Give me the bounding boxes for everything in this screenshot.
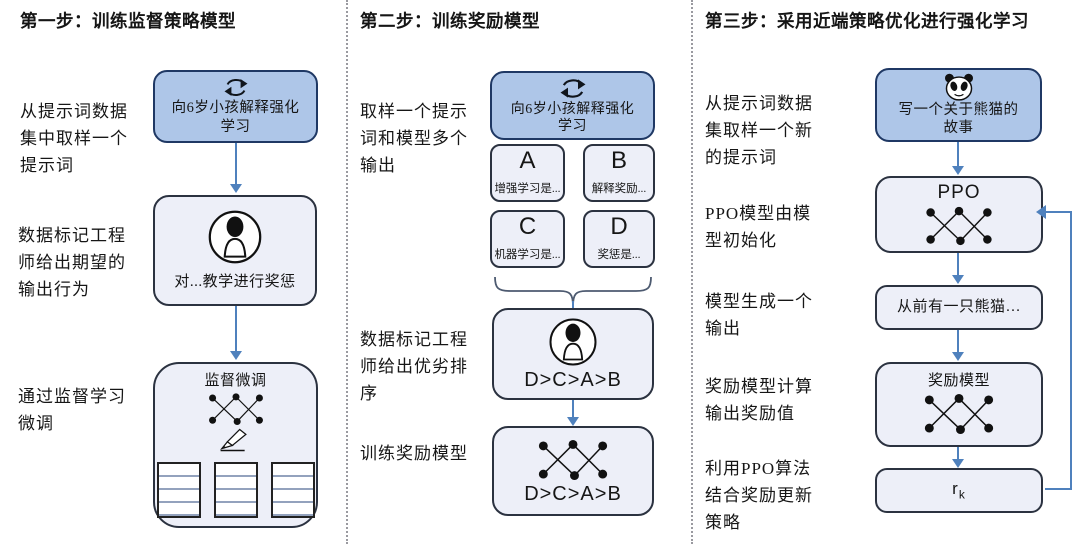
neural-network-icon: [926, 206, 992, 245]
panda-icon: [944, 73, 973, 101]
step3-prompt-text: 写一个关于熊猫的 故事: [898, 102, 1019, 136]
step3-reward-model-box: 奖励模型: [875, 362, 1043, 447]
step2-ranking-box: D>C>A>B: [492, 308, 654, 400]
step3-init-label: PPO模型由模 型初始化: [705, 204, 812, 250]
step1-prompt-text: 向6岁小孩解释强化 学习: [171, 100, 300, 135]
table-icon: [270, 462, 315, 518]
neural-network-icon: [538, 439, 608, 480]
table-icon: [213, 462, 258, 518]
output-letter: B: [610, 147, 627, 174]
arrow-step3-prompt-to-ppo: [951, 142, 965, 175]
step3-sample-label: 从提示词数据 集取样一个新 的提示词: [705, 94, 813, 167]
output-letter: D: [610, 213, 628, 240]
step1-finetune-label: 通过监督学习 微调: [18, 387, 126, 433]
step2-rank-label: 数据标记工程 师给出优劣排 序: [360, 330, 468, 403]
step3-output-box: 从前有一只熊猫…: [875, 285, 1043, 330]
arrow-step3-output-to-reward: [951, 330, 965, 361]
cycle-icon: [224, 79, 247, 96]
output-text: 解释奖励...: [591, 183, 647, 195]
step3-output-text: 从前有一只熊猫…: [896, 299, 1021, 315]
feedback-arrowhead: [1036, 205, 1046, 219]
step1-demo-text: 对...教学进行奖惩: [174, 274, 296, 290]
step3-ppo-box: PPO: [875, 176, 1043, 253]
gather-brace: [494, 276, 652, 307]
step2-output-d-box: D 奖惩是...: [583, 210, 655, 268]
pencil-icon: [219, 428, 247, 452]
step3-prompt-box: 写一个关于熊猫的 故事: [875, 68, 1042, 142]
step2-output-b-box: B 解释奖励...: [583, 144, 655, 202]
neural-network-icon: [924, 393, 994, 435]
step2-output-c-box: C 机器学习是...: [490, 210, 565, 268]
step3-ppo-text: PPO: [937, 181, 981, 203]
table-icon: [156, 462, 201, 518]
step2-sample-label: 取样一个提示 词和模型多个 输出: [360, 102, 468, 175]
step1-sft-box: 监督微调: [153, 362, 318, 528]
output-text: 奖惩是...: [597, 249, 641, 261]
cycle-icon: [560, 79, 585, 98]
brace-stem: [572, 301, 574, 309]
step3-rk-box: rk: [875, 468, 1043, 513]
output-text: 增强学习是...: [494, 183, 561, 195]
output-letter: C: [518, 213, 537, 240]
output-text: 机器学习是...: [494, 249, 561, 261]
dataset-tables: [156, 462, 315, 518]
step3-reward-label: 奖励模型计算 输出奖励值: [705, 377, 813, 423]
step3-update-label: 利用PPO算法 结合奖励更新 策略: [705, 459, 813, 532]
step1-labeler-label: 数据标记工程 师给出期望的 输出行为: [18, 226, 126, 299]
arrow-step2-rank-to-rm: [566, 400, 580, 426]
step3-reward-text: 奖励模型: [927, 373, 990, 389]
column-divider-1: [346, 0, 348, 544]
step1-sft-title: 监督微调: [204, 373, 267, 389]
output-letter: A: [519, 147, 536, 174]
step2-train-label: 训练奖励模型: [360, 444, 468, 463]
step3-output-label: 模型生成一个 输出: [705, 292, 813, 338]
arrow-step1-prompt-to-demo: [229, 143, 243, 193]
column-divider-2: [691, 0, 693, 544]
step2-reward-model-box: D>C>A>B: [492, 426, 654, 516]
step1-title: 第一步：训练监督策略模型: [20, 11, 236, 31]
arrow-step1-demo-to-sft: [229, 306, 243, 360]
step2-prompt-text: 向6岁小孩解释强化 学习: [510, 102, 635, 134]
step2-prompt-box: 向6岁小孩解释强化 学习: [490, 71, 655, 140]
step2-ranking-text: D>C>A>B: [524, 368, 622, 391]
step1-sample-label: 从提示词数据 集中取样一个 提示词: [20, 102, 128, 175]
step3-rk-text: rk: [952, 479, 966, 502]
arrow-step3-ppo-to-output: [951, 253, 965, 284]
step2-title: 第二步：训练奖励模型: [360, 11, 540, 31]
step3-title: 第三步：采用近端策略优化进行强化学习: [705, 11, 1029, 31]
step1-demo-box: 对...教学进行奖惩: [153, 195, 317, 306]
step2-rm-ranking-text: D>C>A>B: [524, 482, 622, 505]
neural-network-icon: [208, 393, 263, 425]
person-icon: [549, 318, 597, 365]
person-icon: [208, 210, 262, 264]
feedback-loop-line: [1045, 211, 1072, 490]
step2-output-a-box: A 增强学习是...: [490, 144, 565, 202]
arrow-step3-reward-to-rk: [951, 447, 965, 468]
step1-prompt-box: 向6岁小孩解释强化 学习: [153, 70, 318, 143]
